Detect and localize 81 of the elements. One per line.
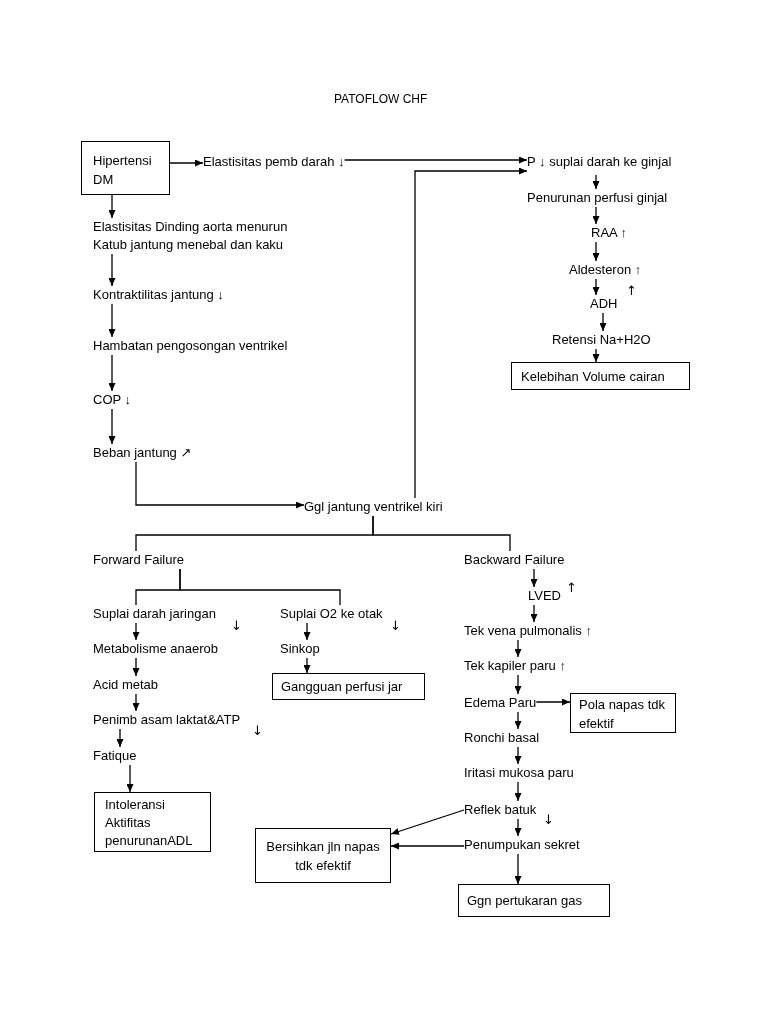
arrow	[390, 842, 465, 850]
diagram-title: PATOFLOW CHF	[334, 91, 428, 107]
arrow	[599, 312, 607, 332]
arrow	[303, 622, 311, 641]
step-text: P ↓ suplai darah ke ginjal	[527, 149, 672, 175]
arrow	[303, 657, 311, 674]
arrow	[390, 809, 465, 835]
trend-arrow: ↑	[566, 579, 577, 597]
arrow	[108, 303, 116, 338]
connector-line	[372, 515, 511, 552]
arrow	[132, 622, 140, 641]
arrow	[514, 711, 522, 730]
step-text: Suplai O2 ke otak	[280, 605, 383, 623]
step-text: Suplai darah jaringan	[93, 605, 216, 623]
arrow	[108, 194, 116, 219]
arrow	[135, 461, 305, 509]
arrow	[116, 728, 124, 748]
diagnosis-box: Pola napas tdk efektif	[570, 693, 676, 733]
step-text: RAA ↑	[591, 224, 628, 242]
step-text: Retensi Na+H2O	[552, 331, 651, 349]
arrow	[169, 159, 204, 167]
trend-arrow: ↓	[390, 617, 401, 635]
step-text: Iritasi mukosa paru	[464, 764, 574, 782]
diagnosis-box: Intoleransi Aktifitas penurunanADL	[94, 792, 211, 852]
trend-arrow: ↓	[543, 811, 554, 829]
arrow	[514, 639, 522, 658]
arrow	[514, 746, 522, 765]
diagnosis-box: Kelebihan Volume cairan	[511, 362, 690, 390]
process-box: Hipertensi DM	[81, 141, 170, 195]
step-text: Acid metab	[93, 676, 159, 694]
arrow	[535, 698, 571, 706]
step-text: Metabolisme anaerob	[93, 640, 219, 658]
step-text: Elastisitas Dinding aorta menurun	[93, 218, 288, 236]
step-text: Sinkop	[280, 640, 320, 658]
step-text: Backward Failure	[464, 551, 565, 569]
arrow	[514, 781, 522, 802]
arrow	[108, 408, 116, 445]
arrow	[132, 657, 140, 677]
step-text: Fatique	[93, 747, 137, 765]
step-text: LVED	[528, 587, 561, 605]
arrow	[126, 764, 134, 793]
step-text: Penimb asam laktat&ATP	[93, 711, 241, 729]
step-text: COP ↓	[93, 391, 132, 409]
trend-arrow: ↓	[252, 722, 263, 740]
arrow	[514, 674, 522, 695]
step-text: Aldesteron ↑	[569, 261, 642, 279]
step-text: Tek kapiler paru ↑	[464, 657, 566, 675]
step-text: Penurunan perfusi ginjal	[527, 189, 668, 207]
step-text: Ggl jantung ventrikel kiri	[304, 498, 443, 516]
arrow	[343, 156, 528, 164]
step-text: Katub jantung menebal dan kaku	[93, 236, 285, 254]
trend-arrow: ↑	[626, 282, 637, 300]
step-text: ADH	[590, 295, 618, 313]
arrow	[530, 568, 538, 588]
step-text: Hambatan pengosongan ventrikel	[93, 337, 288, 355]
arrow	[108, 354, 116, 392]
arrow	[514, 853, 522, 885]
arrow	[592, 206, 600, 225]
arrow	[530, 604, 538, 623]
step-text: Penumpukan sekret	[464, 836, 580, 854]
arrow	[514, 818, 522, 837]
diagnosis-box: Ggn pertukaran gas	[458, 884, 610, 917]
step-text: Edema Paru	[464, 694, 537, 712]
arrow	[592, 241, 600, 262]
diagnosis-box: Bersihkan jln napas tdk efektif	[255, 828, 391, 883]
arrow	[108, 253, 116, 287]
arrow	[592, 174, 600, 190]
trend-arrow: ↓	[231, 617, 242, 635]
connector-line	[179, 568, 341, 606]
step-text: Beban jantung ↗	[93, 444, 192, 462]
arrow	[592, 348, 600, 363]
arrow	[414, 167, 528, 499]
step-text: Reflek batuk	[464, 801, 537, 819]
arrow	[592, 278, 600, 296]
step-text: Elastisitas pemb darah ↓	[203, 153, 345, 171]
diagnosis-box: Gangguan perfusi jar	[272, 673, 425, 700]
arrow	[132, 693, 140, 712]
step-text: Ronchi basal	[464, 729, 540, 747]
step-text: Kontraktilitas jantung ↓	[93, 286, 224, 304]
step-text: Forward Failure	[93, 551, 185, 569]
step-text: Tek vena pulmonalis ↑	[464, 622, 592, 640]
